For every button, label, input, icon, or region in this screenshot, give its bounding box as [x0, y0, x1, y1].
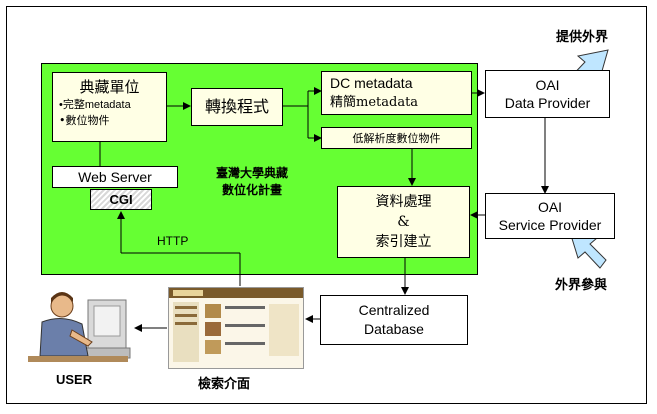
oai-data-provider-line2: Data Provider	[504, 95, 591, 111]
collection-unit-item-digital-objects: •數位物件	[59, 114, 110, 127]
data-processing-line2: &	[397, 214, 410, 230]
centralized-db-line1: Centralized	[358, 302, 430, 318]
provide-external-label: 提供外界	[556, 30, 609, 45]
web-server-box: Web Server	[52, 166, 178, 188]
project-name-line1: 臺灣大學典藏	[215, 166, 288, 180]
low-res-box: 低解析度數位物件	[321, 127, 472, 149]
converter-box: 轉換程式	[191, 88, 283, 126]
oai-service-provider-line1: OAI	[537, 199, 563, 215]
dc-metadata-line1: DC metadata	[330, 75, 413, 91]
centralized-database-box: Centralized Database	[320, 295, 468, 345]
http-label: HTTP	[157, 234, 189, 248]
centralized-db-line2: Database	[364, 321, 424, 337]
collection-unit-item-metadata: •完整metadata	[59, 99, 131, 111]
data-processing-line3: 索引建立	[375, 234, 432, 250]
user-computer-icon	[28, 292, 131, 362]
search-webpage-thumbnail	[168, 287, 304, 369]
oai-service-provider-box: OAI Service Provider	[485, 193, 615, 239]
oai-data-provider-box: OAI Data Provider	[485, 70, 610, 118]
cgi-box: CGI	[90, 189, 152, 210]
data-processing-line1: 資料處理	[375, 194, 432, 210]
collection-unit-box: 典藏單位 •完整metadata •數位物件	[52, 72, 167, 142]
user-label: USER	[56, 372, 93, 387]
diagram-frame	[6, 6, 647, 404]
dc-metadata-box: DC metadata 精簡metadata	[321, 71, 472, 115]
project-name-line2: 數位化計畫	[221, 183, 282, 197]
project-name: 臺灣大學典藏 數位化計畫	[197, 165, 307, 199]
oai-service-provider-line2: Service Provider	[498, 217, 602, 233]
oai-data-provider-line1: OAI	[535, 77, 560, 93]
external-participation-label: 外界參與	[555, 278, 608, 293]
collection-unit-title: 典藏單位	[79, 78, 140, 96]
dc-metadata-line2: 精簡metadata	[330, 95, 419, 110]
data-processing-box: 資料處理 & 索引建立	[337, 186, 470, 258]
search-interface-label: 檢索介面	[198, 377, 251, 392]
